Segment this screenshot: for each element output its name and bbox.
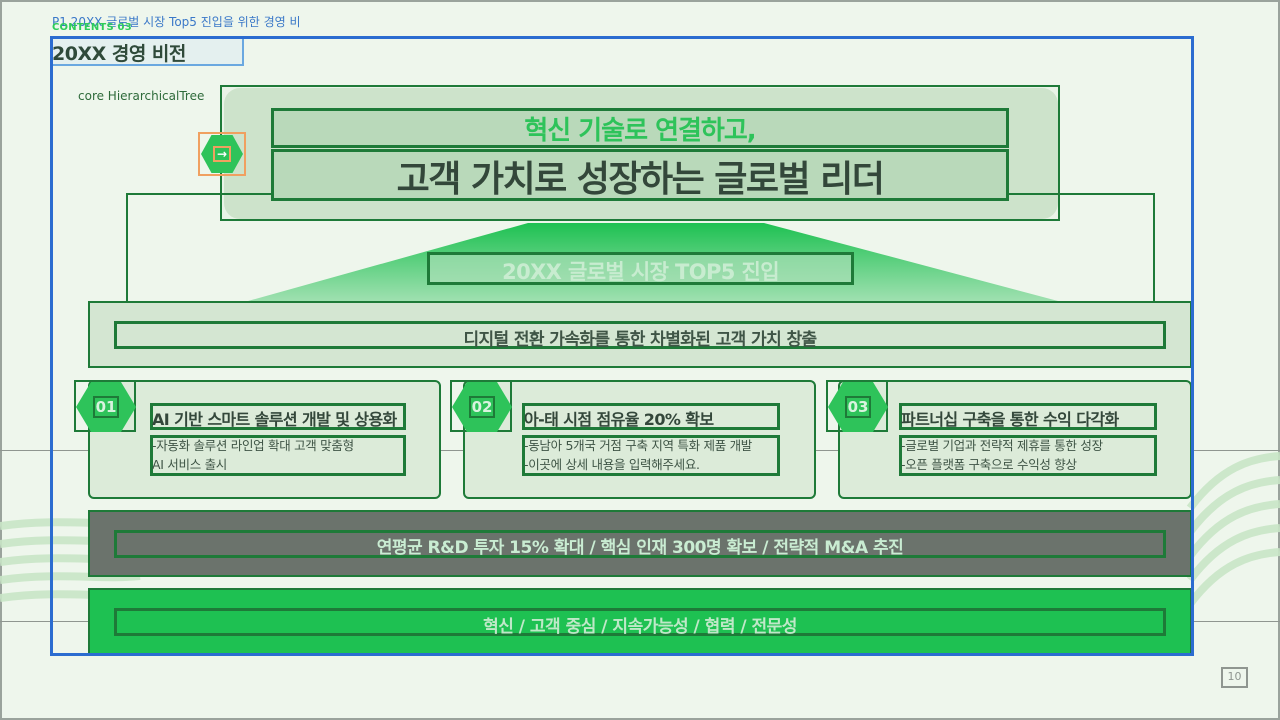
card-title-3: 파트너십 구축을 통한 수익 다각화 <box>901 410 1119 429</box>
page-number-box <box>1221 667 1248 688</box>
action-plan-text: 연평균 R&D 투자 15% 확대 / 핵심 인재 300명 확보 / 전략적 … <box>376 538 904 558</box>
card-number-3: 03 <box>845 396 871 418</box>
card-number-1: 01 <box>93 396 119 418</box>
strategy-bar[interactable] <box>88 301 1192 368</box>
card-desc-box-3[interactable] <box>899 435 1157 476</box>
action-plan-bar[interactable] <box>88 510 1192 577</box>
core-values-text: 혁신 / 고객 중심 / 지속가능성 / 협력 / 전문성 <box>483 617 797 637</box>
strategy-card-1[interactable] <box>88 380 441 499</box>
card-title-box-2[interactable] <box>522 403 780 430</box>
card-desc-2-line2: -이곳에 상세 내용을 입력해주세요. <box>524 457 700 472</box>
card-desc-box-2[interactable] <box>522 435 780 476</box>
card-desc-1: -자동화 솔루션 라인업 확대 고객 맞춤형 AI 서비스 출시 <box>152 436 354 474</box>
strategy-card-3[interactable] <box>838 380 1192 499</box>
card-desc-1-line1: -자동화 솔루션 라인업 확대 고객 맞춤형 <box>152 438 354 453</box>
core-values-bar[interactable] <box>88 588 1192 655</box>
card-desc-1-line2: AI 서비스 출시 <box>152 457 227 472</box>
slogan-line1-box[interactable] <box>271 108 1009 148</box>
card-title-box-1[interactable] <box>150 403 406 430</box>
strategy-text-box[interactable] <box>114 321 1166 349</box>
hexagon-icon: 02 <box>452 382 512 432</box>
slogan-line2: 고객 가치로 성장하는 글로벌 리더 <box>396 159 885 200</box>
card-number-2: 02 <box>469 396 495 418</box>
page-number: 10 <box>1227 670 1242 683</box>
card-desc-3: -글로벌 기업과 전략적 제휴를 통한 성장 -오픈 플랫폼 구축으로 수익성 … <box>901 436 1103 474</box>
action-plan-text-box[interactable] <box>114 530 1166 558</box>
section-title: 20XX 경영 비전 <box>52 43 186 65</box>
card-desc-2-line1: -동남아 5개국 거점 구축 지역 특화 제품 개발 <box>524 438 752 453</box>
card-number-badge-3: 03 <box>826 380 888 432</box>
contents-label: CONTENTS 03 <box>52 22 132 33</box>
card-desc-2: -동남아 5개국 거점 구축 지역 특화 제품 개발 -이곳에 상세 내용을 입… <box>524 436 752 474</box>
goal-text: 20XX 글로벌 시장 TOP5 진입 <box>502 260 779 284</box>
strategy-card-2[interactable] <box>463 380 816 499</box>
card-desc-3-line2: -오픈 플랫폼 구축으로 수익성 향상 <box>901 457 1077 472</box>
card-title-box-3[interactable] <box>899 403 1157 430</box>
card-number-badge-2: 02 <box>450 380 512 432</box>
hexagon-icon: 01 <box>76 382 136 432</box>
slide-selection-frame[interactable] <box>50 36 1194 656</box>
strategy-text: 디지털 전환 가속화를 통한 차별화된 고객 가치 창출 <box>463 330 817 350</box>
hexagon-icon: 03 <box>828 382 888 432</box>
card-desc-box-1[interactable] <box>150 435 406 476</box>
page-header: P1 20XX 글로벌 시장 Top5 진입을 위한 경영 비 <box>52 15 301 29</box>
card-number-badge-1: 01 <box>74 380 136 432</box>
slogan-line2-box[interactable] <box>271 149 1009 201</box>
slogan-line1: 혁신 기술로 연결하고, <box>524 116 756 146</box>
card-title-1: AI 기반 스마트 솔루션 개발 및 상용화 <box>152 410 397 429</box>
section-title-selection[interactable] <box>50 36 244 66</box>
arrow-right-icon: → <box>213 146 231 162</box>
card-desc-3-line1: -글로벌 기업과 전략적 제휴를 통한 성장 <box>901 438 1103 453</box>
core-values-text-box[interactable] <box>114 608 1166 636</box>
goal-box[interactable] <box>427 252 854 285</box>
tree-label: core HierarchicalTree <box>78 89 205 103</box>
card-title-2: 아-태 시점 점유율 20% 확보 <box>524 410 714 429</box>
nav-handle[interactable]: → <box>198 132 246 176</box>
